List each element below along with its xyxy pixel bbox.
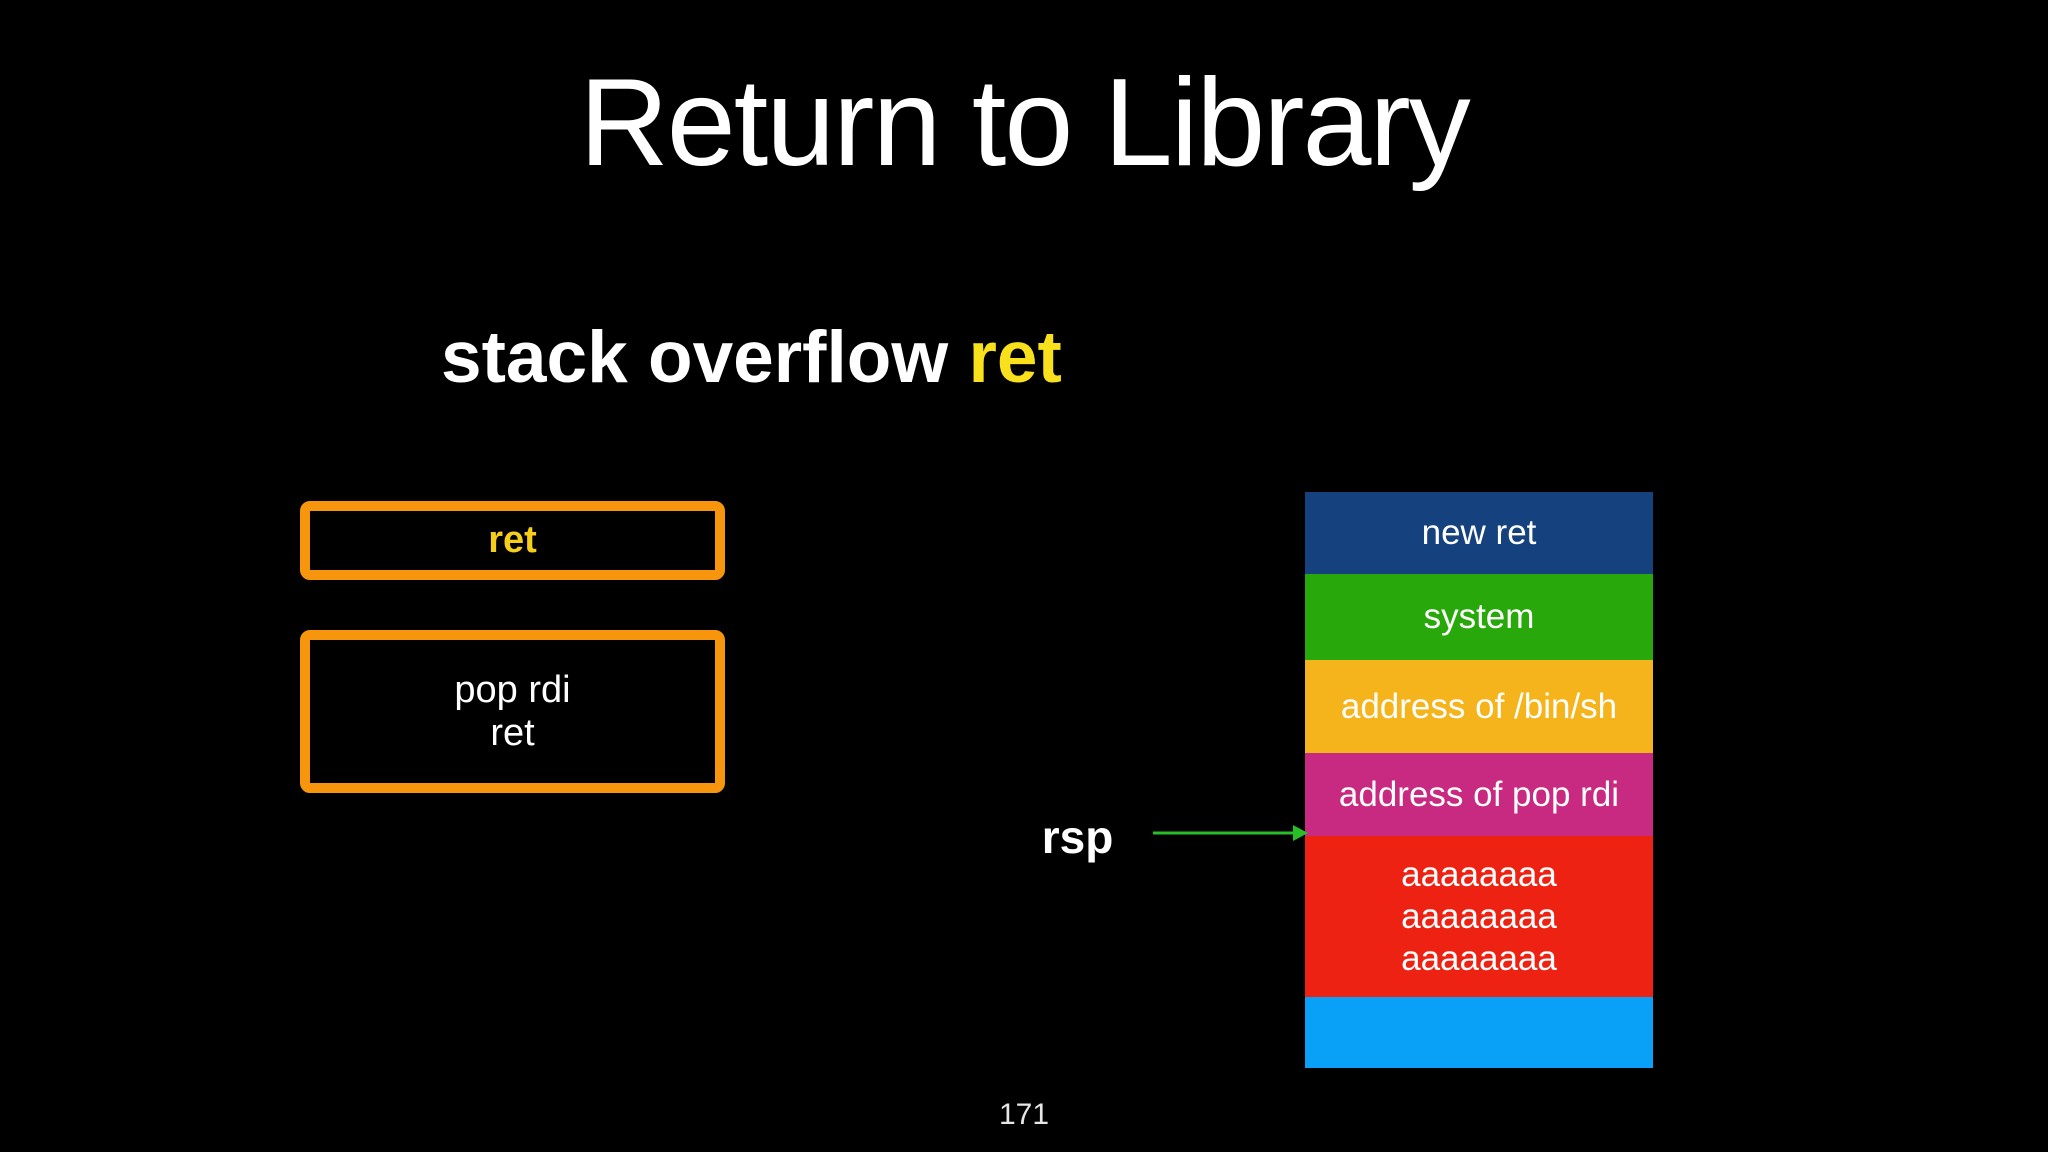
- gadget-box-pop-rdi-line: pop rdi: [454, 668, 571, 711]
- stack-cell-bin-sh: address of /bin/sh: [1305, 660, 1653, 753]
- stack-cell-label: aaaaaaaa: [1401, 938, 1557, 978]
- stack-cell-empty: [1305, 997, 1653, 1068]
- subtitle: stack overflow ret: [441, 317, 1062, 398]
- stack-cell-new-ret: new ret: [1305, 492, 1653, 574]
- rsp-label: rsp: [1041, 811, 1114, 863]
- rsp-arrow-icon: [1153, 825, 1308, 841]
- subtitle-text: stack overflow: [441, 317, 969, 398]
- gadget-box-ret-label: ret: [488, 519, 537, 561]
- gadget-box-pop-rdi-line: ret: [490, 711, 535, 754]
- slide-title: Return to Library: [579, 54, 1471, 192]
- stack-cell-system: system: [1305, 574, 1653, 660]
- stack-cell-label: address of pop rdi: [1338, 774, 1620, 814]
- stack-cell-label: aaaaaaaa: [1401, 854, 1557, 894]
- stack-cell-pop-rdi: address of pop rdi: [1305, 753, 1653, 836]
- stack-cell-label: system: [1423, 597, 1535, 636]
- stack-diagram: new ret system address of /bin/sh addres…: [1305, 492, 1653, 1068]
- gadget-box-ret: ret: [300, 501, 725, 580]
- subtitle-highlight: ret: [968, 317, 1062, 398]
- gadget-box-pop-rdi: pop rdi ret: [300, 630, 725, 793]
- rsp-arrow-head: [1293, 825, 1308, 841]
- stack-cell-label: address of /bin/sh: [1340, 686, 1618, 726]
- page-number: 171: [998, 1098, 1050, 1131]
- stack-cell-overflow-fill: aaaaaaaa aaaaaaaa aaaaaaaa: [1305, 836, 1653, 997]
- stack-cell-label: aaaaaaaa: [1401, 896, 1557, 936]
- stack-cell-label: new ret: [1421, 513, 1537, 552]
